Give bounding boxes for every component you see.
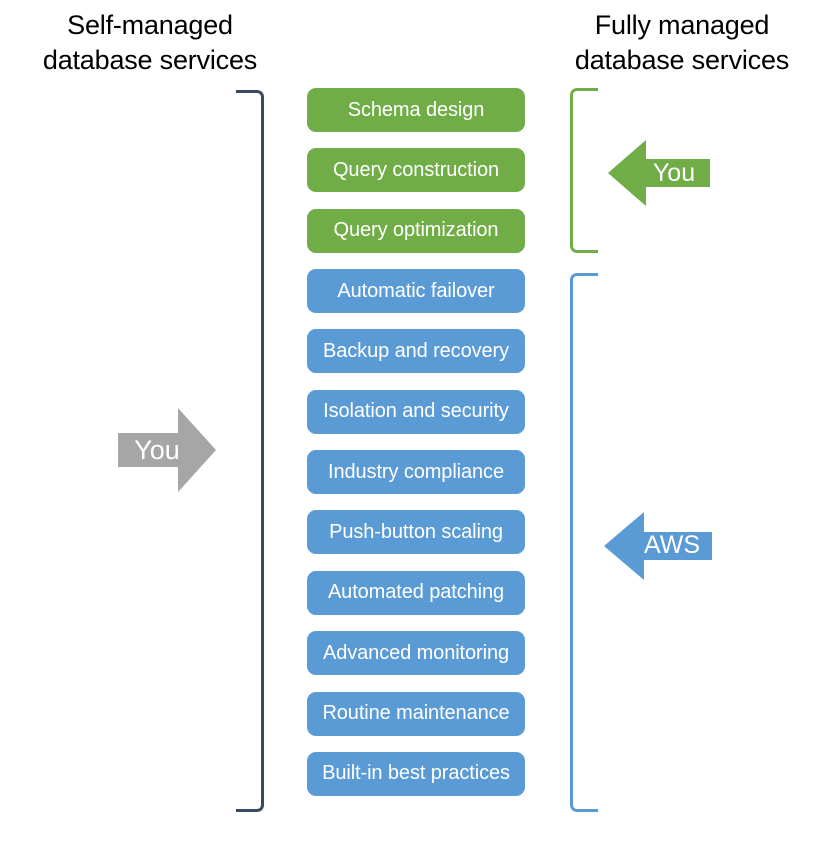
- task-box-label: Backup and recovery: [323, 339, 509, 362]
- task-box[interactable]: Built-in best practices: [307, 751, 525, 796]
- task-box[interactable]: Isolation and security: [307, 389, 525, 434]
- task-box[interactable]: Backup and recovery: [307, 329, 525, 374]
- task-box[interactable]: Push-button scaling: [307, 510, 525, 555]
- task-box-label: Schema design: [347, 98, 485, 121]
- task-box-label: Built-in best practices: [322, 762, 510, 785]
- task-box-label: Query construction: [332, 158, 500, 181]
- task-box[interactable]: Industry compliance: [307, 450, 525, 495]
- arrow-you-fully-managed: You: [608, 140, 710, 206]
- task-box-label: Automated patching: [327, 581, 505, 604]
- bracket-self-managed: [236, 90, 264, 812]
- task-box[interactable]: Query optimization: [307, 208, 525, 253]
- task-box-label: Automatic failover: [337, 279, 495, 302]
- task-box-label: Push-button scaling: [329, 520, 503, 543]
- task-box-label: Advanced monitoring: [323, 641, 509, 664]
- task-box[interactable]: Routine maintenance: [307, 691, 525, 736]
- arrow-you-self-managed: You: [118, 408, 216, 492]
- task-box-label: Industry compliance: [328, 460, 504, 483]
- heading-self-managed: Self-managed database services: [42, 10, 258, 75]
- task-box-label: Query optimization: [333, 219, 499, 242]
- task-box-label: Routine maintenance: [322, 702, 510, 724]
- task-box[interactable]: Automatic failover: [307, 269, 525, 314]
- task-box[interactable]: Schema design: [307, 88, 525, 132]
- task-box[interactable]: Automated patching: [307, 570, 525, 615]
- arrow-aws: AWS: [604, 512, 712, 580]
- bracket-your-responsibility: [570, 88, 598, 253]
- task-box-label: Isolation and security: [323, 400, 509, 423]
- bracket-aws-responsibility: [570, 273, 598, 812]
- task-box[interactable]: Query construction: [307, 148, 525, 193]
- heading-fully-managed: Fully managed database services: [574, 10, 790, 75]
- task-box[interactable]: Advanced monitoring: [307, 631, 525, 676]
